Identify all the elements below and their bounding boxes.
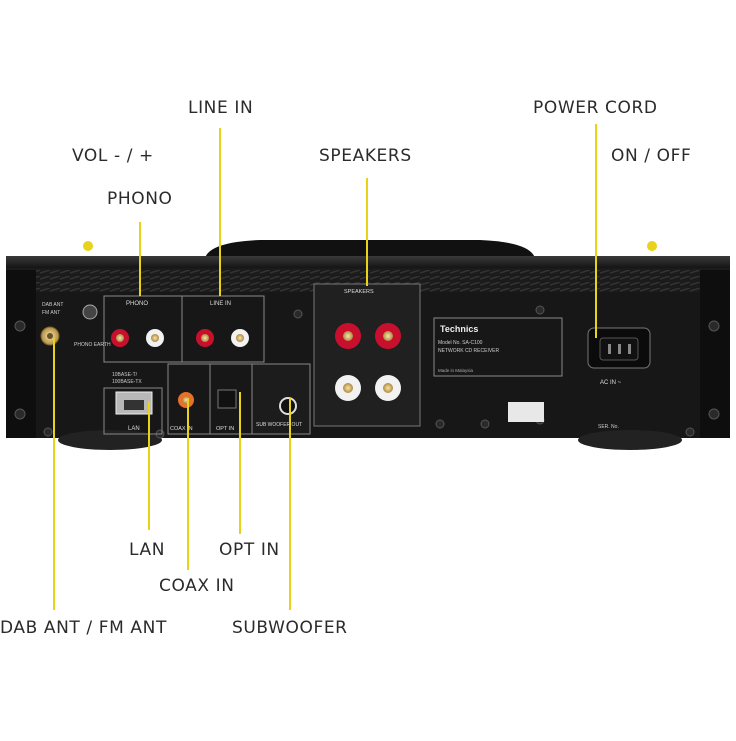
phono-panel-label: PHONO	[126, 301, 148, 307]
subwoofer-jack[interactable]	[279, 397, 297, 415]
lan-box	[103, 387, 163, 435]
network-label: NETWORK CD RECEIVER	[438, 348, 500, 354]
callout-vol: VOL - / +	[72, 146, 154, 166]
speaker-terminal-block	[313, 283, 421, 427]
line-in-jacks[interactable]	[196, 329, 249, 347]
callout-lines	[53, 124, 657, 610]
speaker-terminals-red[interactable]	[335, 323, 401, 349]
lan-spec-2: 100BASE-TX	[112, 379, 142, 385]
speaker-terminals-white[interactable]	[335, 375, 401, 401]
fm-ant-label: FM ANT	[42, 310, 60, 316]
callout-lan: LAN	[129, 540, 166, 560]
model-label: Model No. SA-C100	[438, 340, 483, 346]
ac-in-label: AC IN ~	[600, 380, 622, 386]
optical-port[interactable]	[217, 389, 237, 409]
made-in-label: Made in Malaysia	[438, 368, 474, 373]
analog-input-box	[103, 295, 265, 363]
phono-earth-label: PHONO EARTH	[74, 342, 111, 348]
left-foot	[58, 430, 162, 450]
phono-jacks[interactable]	[111, 329, 164, 347]
callout-phono: PHONO	[107, 189, 173, 209]
dab-ant-label: DAB ANT	[42, 302, 63, 308]
speakers-panel-label: SPEAKERS	[344, 289, 374, 295]
callout-dab-fm: DAB ANT / FM ANT	[0, 618, 167, 638]
top-disc	[205, 240, 535, 258]
callout-line-in: LINE IN	[188, 98, 254, 118]
phono-earth-terminal[interactable]	[82, 304, 98, 320]
serial-label: SER. No.	[598, 424, 619, 430]
callout-coax-in: COAX IN	[159, 576, 235, 596]
callout-on-off: ON / OFF	[611, 146, 692, 166]
callout-power-cord: POWER CORD	[533, 98, 658, 118]
callout-opt-in: OPT IN	[219, 540, 280, 560]
callout-speakers: SPEAKERS	[319, 146, 412, 166]
line-in-panel-label: LINE IN	[210, 301, 231, 307]
brand-logo: Technics	[440, 324, 478, 334]
barcode-sticker	[508, 402, 544, 422]
subwoofer-box	[251, 363, 311, 435]
subwoofer-panel-label: SUB WOOFER OUT	[256, 422, 302, 428]
lan-panel-label: LAN	[128, 426, 140, 432]
right-foot	[578, 430, 682, 450]
lan-spec-1: 10BASE-T/	[112, 372, 138, 378]
opt-panel-label: OPT IN	[216, 426, 234, 432]
callout-subwoofer: SUBWOOFER	[232, 618, 348, 638]
coax-panel-label: COAX IN	[170, 426, 193, 432]
rating-label-box	[433, 317, 563, 377]
